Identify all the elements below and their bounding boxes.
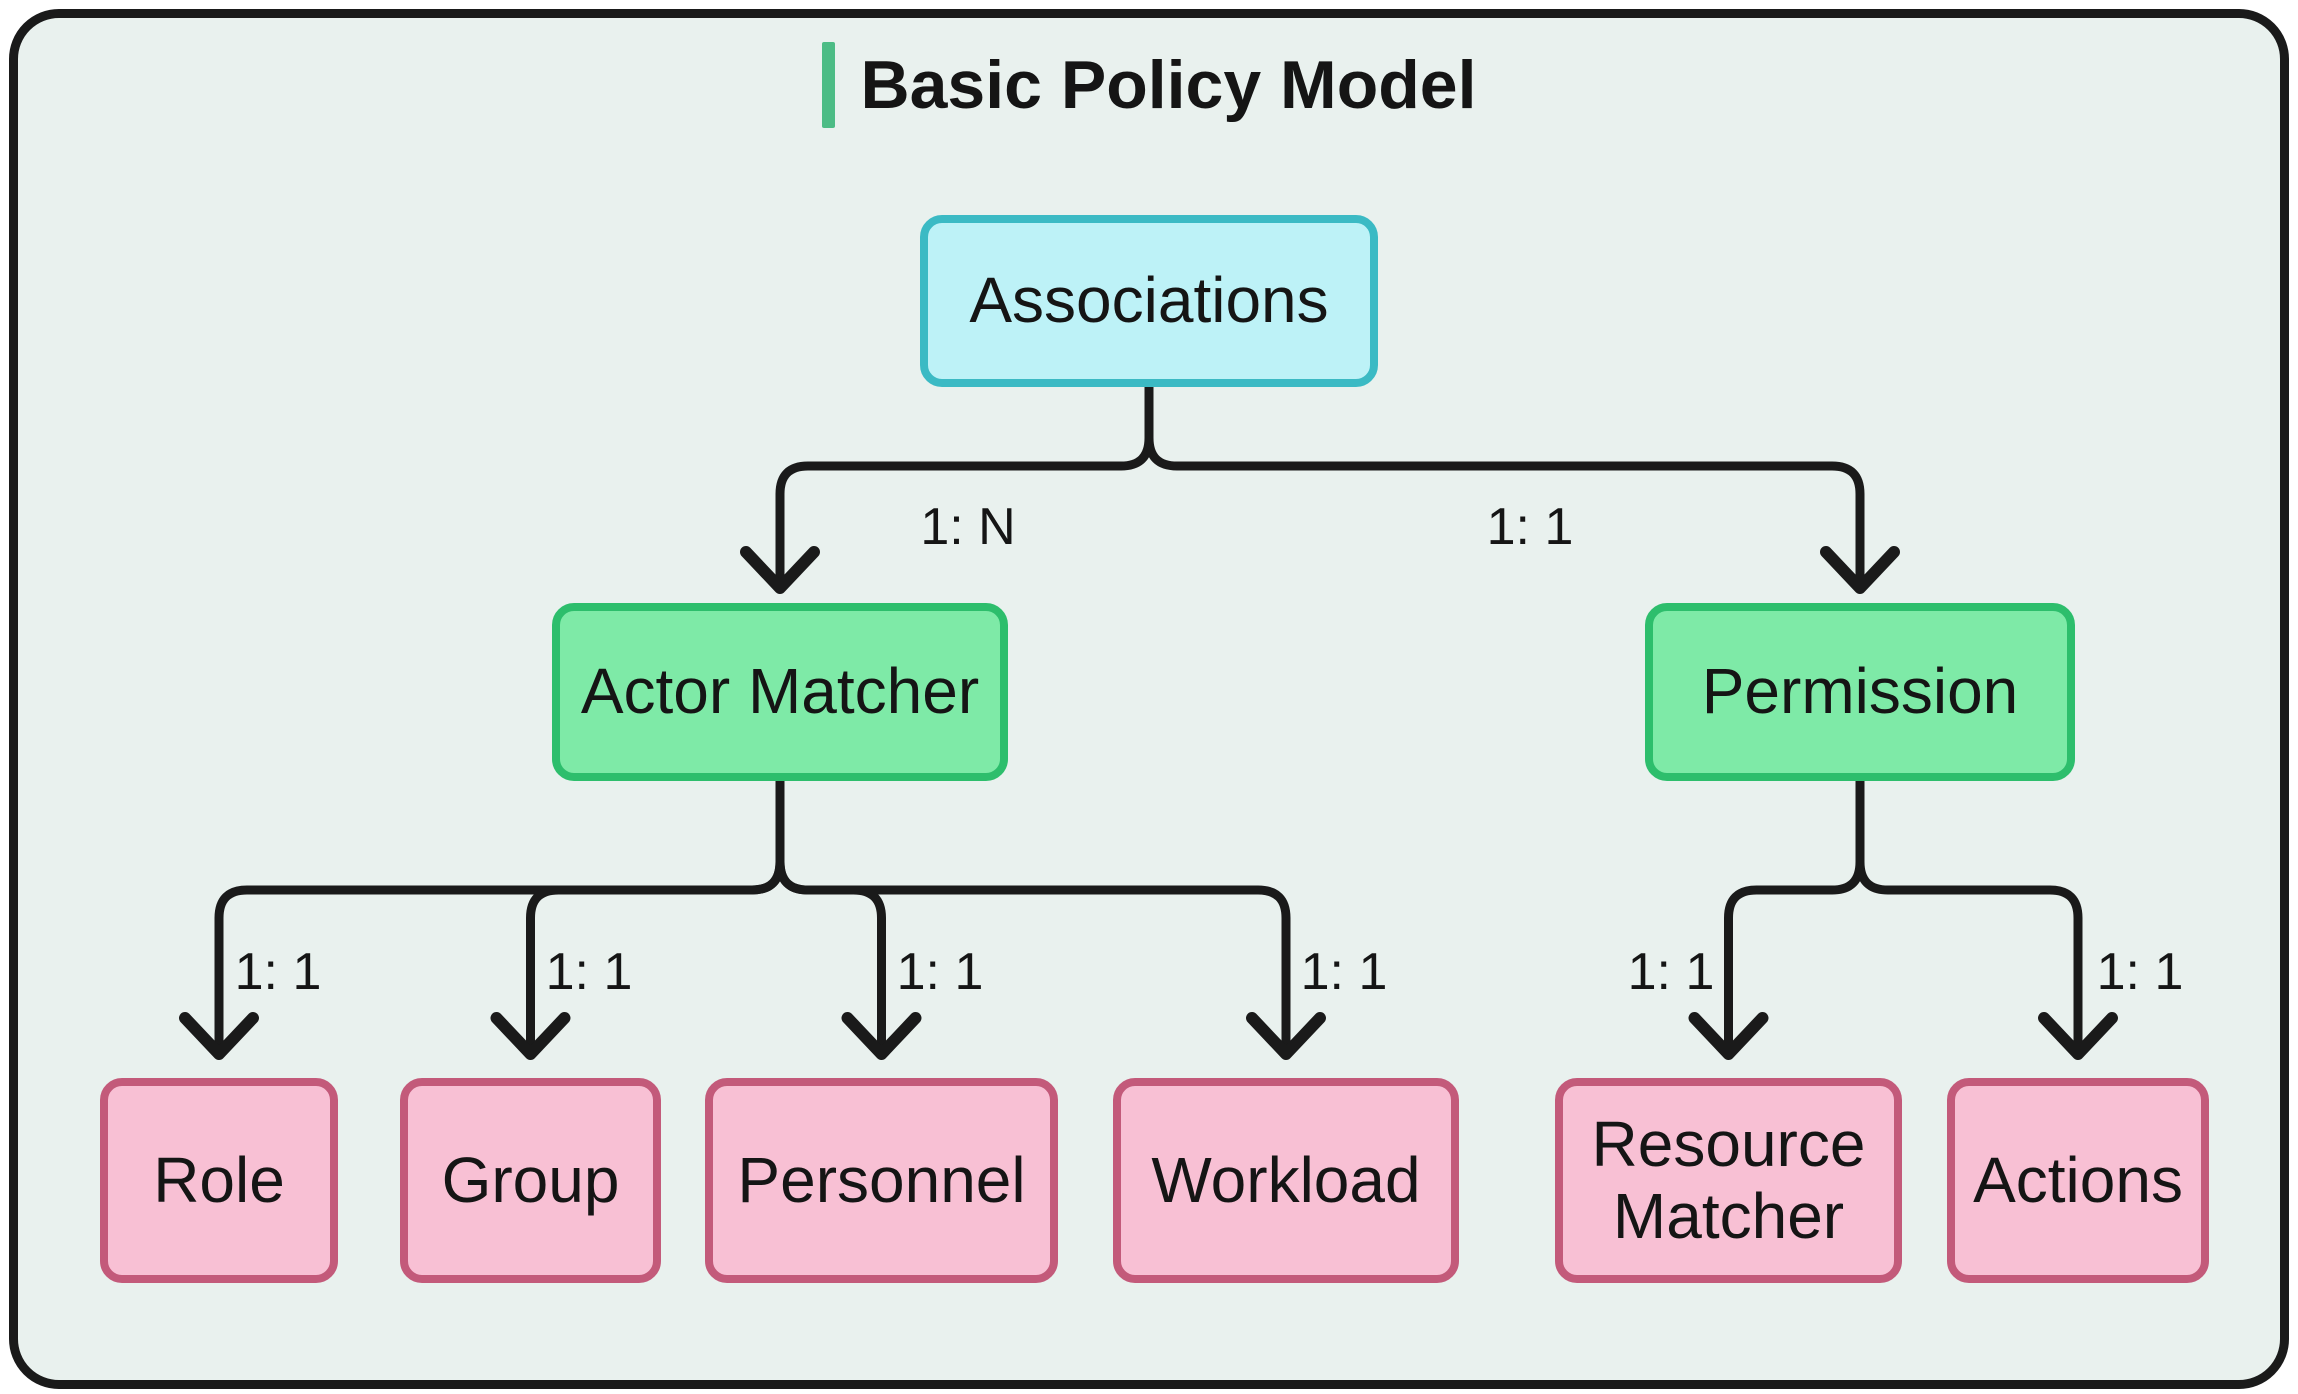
- edge-permission-resource-matcher: [1724, 776, 1865, 1055]
- edge-arrowhead: [490, 1012, 571, 1060]
- node-role: Role: [100, 1078, 338, 1283]
- edge-label: 1: 1: [1486, 498, 1574, 556]
- edge-arrowhead: [740, 546, 820, 594]
- node-personnel: Personnel: [705, 1078, 1058, 1283]
- node-permission: Permission: [1645, 603, 2075, 781]
- title-accent-bar: [821, 42, 835, 128]
- edge-actor-matcher-role: [214, 776, 785, 1055]
- edge-label: 1: N: [920, 498, 1016, 556]
- edge-label: 1: 1: [1300, 943, 1388, 1001]
- node-group: Group: [400, 1078, 661, 1283]
- edge-label: 1: 1: [896, 943, 984, 1001]
- edge-arrowhead: [1246, 1012, 1326, 1060]
- node-actions: Actions: [1947, 1078, 2209, 1283]
- edge-arrowhead: [1688, 1012, 1769, 1060]
- node-associations: Associations: [920, 215, 1378, 387]
- edge-arrowhead: [1820, 546, 1900, 594]
- edge-permission-actions: [1855, 776, 2083, 1055]
- edge-actor-matcher-personnel: [775, 776, 886, 1055]
- edge-arrowhead: [841, 1012, 922, 1060]
- node-resource-matcher: Resource Matcher: [1555, 1078, 1902, 1283]
- edge-associations-permission: [1144, 382, 1865, 591]
- edge-label: 1: 1: [234, 943, 322, 1001]
- edge-actor-matcher-group: [526, 776, 785, 1055]
- edge-label: 1: 1: [2096, 943, 2184, 1001]
- edge-arrowhead: [179, 1012, 259, 1060]
- node-actor-matcher: Actor Matcher: [552, 603, 1008, 781]
- edge-actor-matcher-workload: [775, 776, 1291, 1055]
- node-workload: Workload: [1113, 1078, 1459, 1283]
- edge-arrowhead: [2038, 1012, 2118, 1060]
- edge-label: 1: 1: [1627, 943, 1715, 1001]
- page-title: Basic Policy Model: [860, 47, 1477, 123]
- edge-label: 1: 1: [545, 943, 633, 1001]
- title-row: Basic Policy Model: [0, 42, 2298, 128]
